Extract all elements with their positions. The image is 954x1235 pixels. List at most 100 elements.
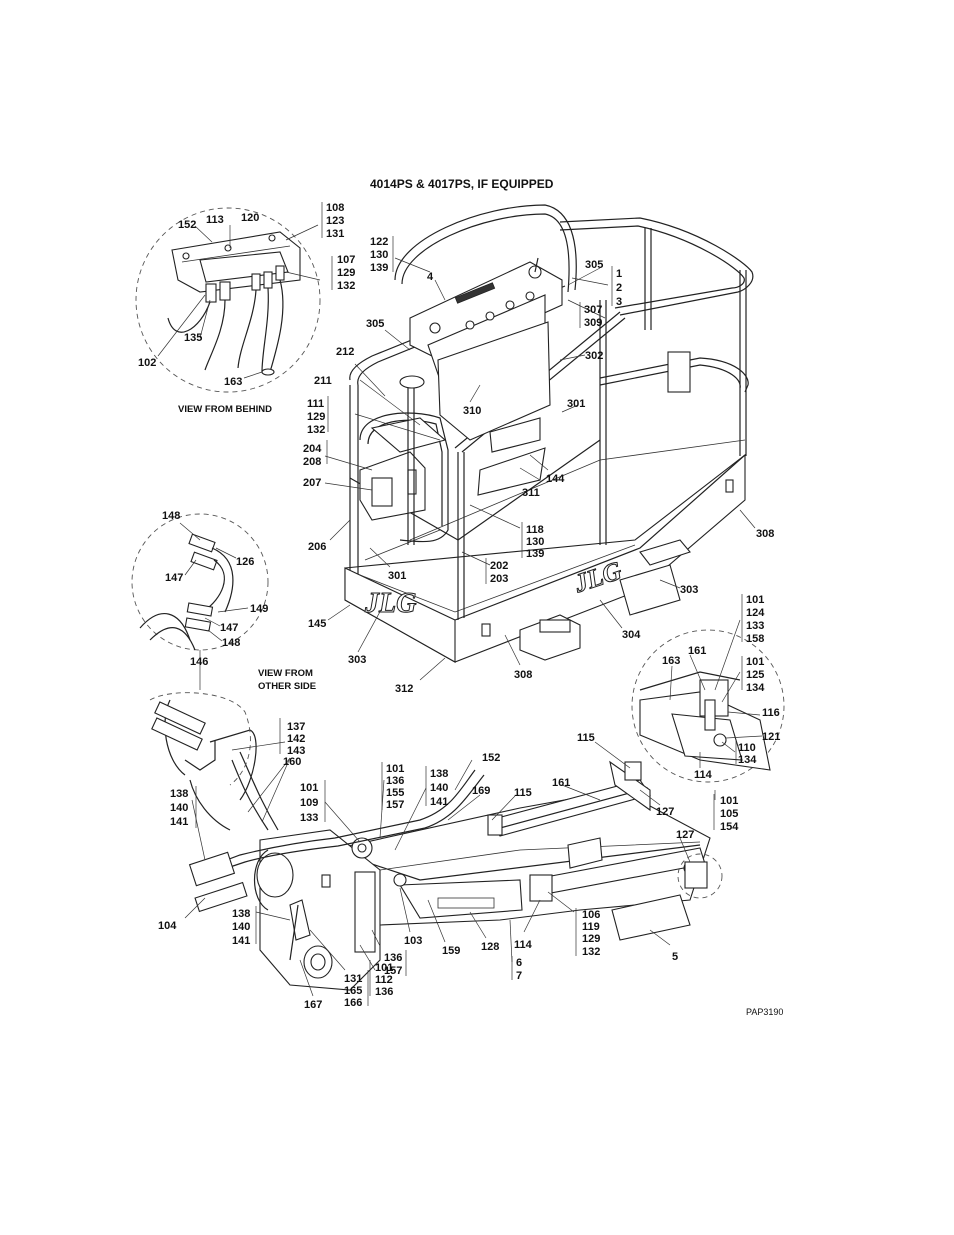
callout: 207 — [303, 477, 321, 489]
callout: 132 — [582, 946, 600, 958]
callout: 120 — [241, 212, 259, 224]
callout: 202 — [490, 560, 508, 572]
callout: 135 — [184, 332, 202, 344]
callout: 132 — [337, 280, 355, 292]
callout: 310 — [463, 405, 481, 417]
callout: 6 — [516, 957, 522, 969]
callout: 157 — [386, 799, 404, 811]
callout: 141 — [430, 796, 448, 808]
callout: 304 — [622, 629, 641, 641]
callout: 113 — [206, 214, 224, 226]
callout: 160 — [283, 756, 301, 768]
callout: 139 — [526, 548, 544, 560]
callout: 127 — [656, 806, 674, 818]
callout: 123 — [326, 215, 344, 227]
callout: 118 — [526, 524, 544, 536]
callout: 136 — [386, 775, 404, 787]
callout: 146 — [190, 656, 208, 668]
callout: 126 — [236, 556, 254, 568]
callout: 154 — [720, 821, 739, 833]
caption-view-from-other-side: VIEW FROM — [258, 668, 313, 679]
callout: 308 — [514, 669, 532, 681]
callout: 208 — [303, 456, 321, 468]
callout: 101 — [300, 782, 318, 794]
callout: 148 — [162, 510, 180, 522]
callout: 138 — [170, 788, 188, 800]
callout: 145 — [308, 618, 326, 630]
callout: 211 — [314, 375, 332, 387]
callout: 139 — [370, 262, 388, 274]
callout: 133 — [746, 620, 764, 632]
callout: 203 — [490, 573, 508, 585]
callout: 303 — [348, 654, 366, 666]
callout: 312 — [395, 683, 413, 695]
callout: 163 — [662, 655, 680, 667]
callout: 101 — [746, 656, 764, 668]
callout: 152 — [482, 752, 500, 764]
callout: 136 — [375, 986, 393, 998]
callout: 305 — [585, 259, 603, 271]
callout: 305 — [366, 318, 384, 330]
detail-view-from-other-side — [131, 513, 269, 690]
control-station — [359, 204, 577, 545]
callout: 302 — [585, 350, 603, 362]
callout: 128 — [481, 941, 499, 953]
callout: 148 — [222, 637, 240, 649]
drawing-code: PAP3190 — [746, 1007, 783, 1017]
boom-end-fittings — [487, 761, 723, 902]
callout: 309 — [584, 317, 602, 329]
callout: 3 — [616, 296, 622, 308]
callout: 157 — [384, 965, 402, 977]
callout: 101 — [720, 795, 738, 807]
callout: 166 — [344, 997, 362, 1009]
callout: 109 — [300, 797, 318, 809]
callout: 110 — [738, 742, 756, 754]
callout: 4 — [427, 271, 434, 283]
callout: 142 — [287, 733, 305, 745]
callout: 152 — [178, 219, 196, 231]
group-brackets — [195, 202, 743, 1006]
callout: 124 — [746, 607, 765, 619]
callout: 5 — [672, 951, 678, 963]
boom-assembly — [149, 692, 711, 991]
callout: 131 — [344, 973, 362, 985]
callout: 308 — [756, 528, 774, 540]
callout: 159 — [442, 945, 460, 957]
callout: 161 — [552, 777, 570, 789]
callout: 155 — [386, 787, 404, 799]
callout: 130 — [370, 249, 388, 261]
callout: 125 — [746, 669, 764, 681]
callout: 133 — [300, 812, 318, 824]
caption-view-from-behind: VIEW FROM BEHIND — [178, 404, 272, 415]
detail-right-fitting — [631, 629, 785, 783]
callout: 115 — [577, 732, 595, 744]
callout: 204 — [303, 443, 322, 455]
platform-basket: JLG JLG — [344, 217, 754, 663]
leader-lines — [157, 224, 763, 997]
callout: 144 — [546, 473, 565, 485]
callout: 311 — [522, 487, 540, 499]
callout: 149 — [250, 603, 268, 615]
callout: 102 — [138, 357, 156, 369]
callout: 206 — [308, 541, 326, 553]
callout: 131 — [326, 228, 344, 240]
callout: 108 — [326, 202, 344, 214]
part-labels: 152 113 120 108 123 131 107 129 132 135 … — [138, 202, 783, 1017]
callout: 140 — [232, 921, 250, 933]
callout: 101 — [386, 763, 404, 775]
callout: 137 — [287, 721, 305, 733]
callout: 114 — [694, 769, 713, 781]
callout: 301 — [388, 570, 406, 582]
callout: 105 — [720, 808, 738, 820]
callout: 112 — [375, 974, 393, 986]
callout: 134 — [738, 754, 757, 766]
callout: 140 — [430, 782, 448, 794]
callout: 127 — [676, 829, 694, 841]
callout: 301 — [567, 398, 585, 410]
caption-view-from-other-side: OTHER SIDE — [258, 681, 316, 692]
callout: 104 — [158, 920, 177, 932]
callout: 132 — [307, 424, 325, 436]
callout: 103 — [404, 935, 422, 947]
callout: 163 — [224, 376, 242, 388]
